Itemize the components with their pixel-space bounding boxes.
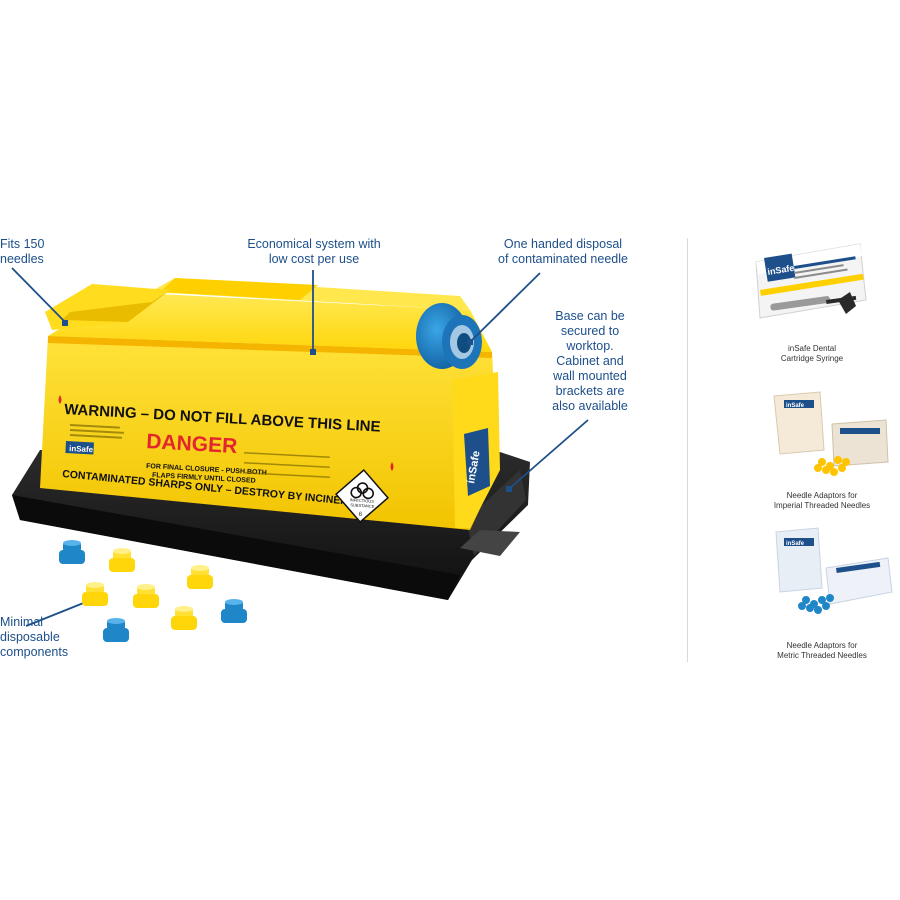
imperial-pack-brand: inSafe	[786, 403, 805, 409]
callout-fits-150-needles: Fits 150 needles	[0, 237, 44, 267]
caption-metric-adaptors: Needle Adaptors for Metric Threaded Need…	[742, 641, 900, 661]
product-imperial-adaptors-thumbnail: inSafe	[773, 391, 889, 476]
vertical-divider	[687, 238, 688, 662]
yellow-cap	[82, 582, 108, 606]
callout-economical-system: Economical system with low cost per use	[226, 237, 402, 267]
callout-base-secured: Base can be secured to worktop. Cabinet …	[540, 309, 640, 414]
yellow-cap	[109, 548, 135, 572]
hazard-text-line-1: INFECTIOUS	[350, 497, 375, 504]
callout-line: of contaminated needle	[498, 252, 628, 266]
blue-cap	[221, 599, 247, 623]
label-brand: inSafe	[69, 444, 94, 454]
blue-cap	[59, 540, 85, 564]
container-warning-label: WARNING – DO NOT FILL ABOVE THIS LINE DA…	[58, 395, 394, 523]
caption-syringe: inSafe Dental Cartridge Syringe	[732, 344, 892, 364]
callout-line: needles	[0, 252, 44, 266]
product-metric-adaptors-thumbnail: inSafe	[775, 527, 893, 614]
callout-line: Base can be	[555, 309, 625, 323]
callout-line: Cabinet and	[556, 354, 624, 368]
yellow-cap	[133, 584, 159, 608]
side-brand-text: inSafe	[465, 450, 483, 485]
caption-line: Metric Threaded Needles	[777, 651, 867, 660]
caption-line: Needle Adaptors for	[786, 641, 858, 650]
callout-line: also available	[552, 399, 628, 413]
hazard-text-line-3: 6	[358, 512, 362, 518]
blue-cap	[103, 618, 129, 642]
callout-line: worktop.	[566, 339, 614, 353]
caption-imperial-adaptors: Needle Adaptors for Imperial Threaded Ne…	[742, 491, 900, 511]
caption-line: Cartridge Syringe	[780, 354, 844, 363]
hazard-text-line-2: SUBSTANCE	[350, 502, 375, 509]
callout-line: Fits 150	[0, 237, 45, 251]
yellow-sharps-container	[40, 278, 500, 530]
metric-pack-brand: inSafe	[786, 541, 805, 547]
syringe-box-brand: inSafe	[767, 263, 795, 277]
callout-line: Economical system with	[247, 237, 381, 251]
yellow-cap	[187, 565, 213, 589]
danger-text: DANGER	[146, 430, 238, 458]
yellow-cap	[171, 606, 197, 630]
product-syringe-thumbnail: inSafe	[755, 243, 867, 319]
disposable-caps	[59, 540, 247, 642]
blue-needle-remover	[416, 303, 482, 369]
callout-line: Minimal	[0, 615, 44, 629]
side-brand-panel: inSafe	[464, 428, 490, 496]
biohazard-icon: INFECTIOUS SUBSTANCE 6	[335, 469, 389, 523]
callout-line: low cost per use	[268, 252, 360, 266]
callout-line: brackets are	[555, 384, 625, 398]
callout-line: disposable	[0, 630, 60, 644]
callout-line: wall mounted	[553, 369, 627, 383]
callout-line: One handed disposal	[503, 237, 623, 251]
caption-line: Imperial Threaded Needles	[773, 501, 871, 510]
callout-line: components	[0, 645, 69, 659]
callout-one-handed-disposal: One handed disposal of contaminated need…	[483, 237, 643, 267]
callout-line: secured to	[560, 324, 620, 338]
caption-line: inSafe Dental	[787, 344, 837, 353]
callout-minimal-components: Minimal disposable components	[0, 615, 68, 660]
caption-line: Needle Adaptors for	[786, 491, 858, 500]
